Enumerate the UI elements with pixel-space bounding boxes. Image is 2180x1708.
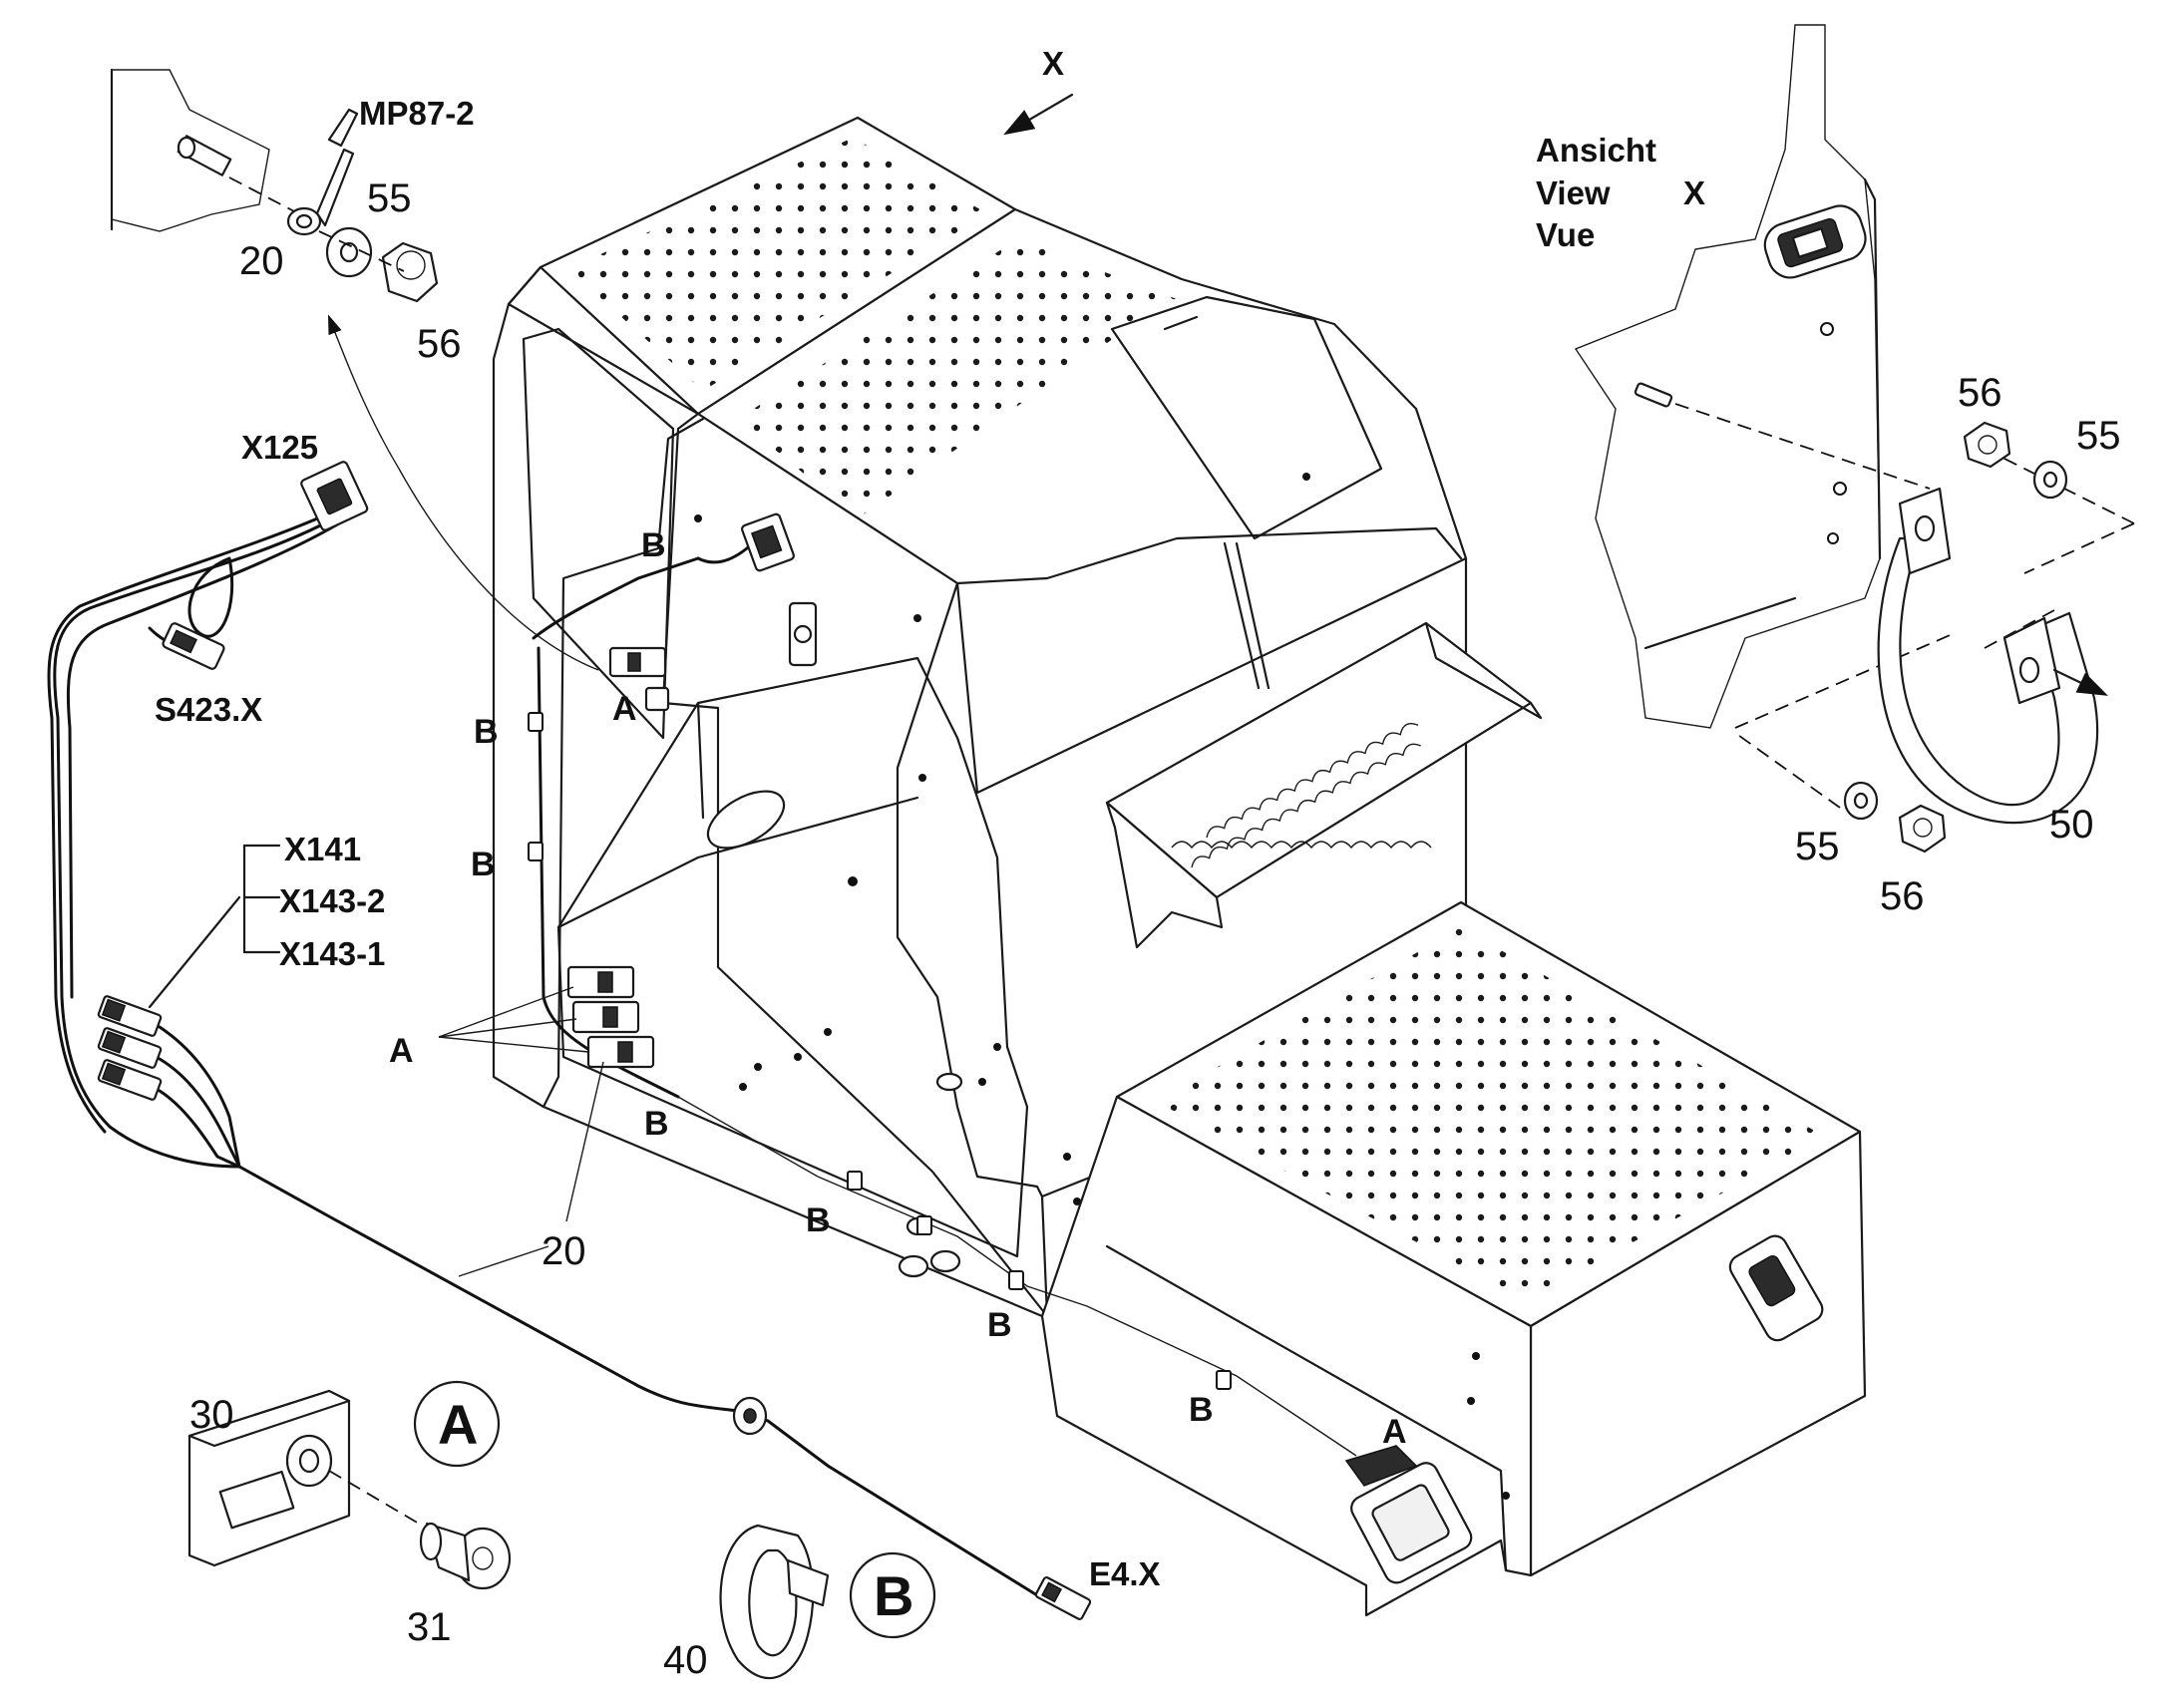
marker-b: B <box>1189 1391 1214 1429</box>
slot-opening <box>706 790 786 850</box>
view-label-x: X <box>1683 174 1705 211</box>
hex-nut-icon <box>381 241 439 303</box>
connector-x143-2-icon <box>97 1027 163 1069</box>
e4-label: E4.X <box>1089 1555 1161 1592</box>
marker-b: B <box>471 846 496 883</box>
nut-56-b-icon <box>1898 804 1947 854</box>
inner-connector-icon <box>741 512 795 572</box>
cover-flap <box>1110 295 1383 540</box>
cable-tie-icon <box>719 1524 830 1680</box>
clip-a-leaders <box>438 986 604 1277</box>
part-20-bottom-label: 20 <box>542 1229 586 1273</box>
washer-55-b-icon <box>1843 781 1879 821</box>
washer-55-a-icon <box>2032 460 2068 500</box>
work-lamp-icon <box>1344 1445 1473 1584</box>
strap-clamp-icon <box>1877 487 2099 825</box>
view-direction-arrow: X <box>1003 45 1074 136</box>
part-56-view-b-label: 56 <box>1880 874 1925 918</box>
connector-x125-icon <box>300 461 369 531</box>
part-56-view-a-label: 56 <box>1958 371 2002 415</box>
connector-e4-icon <box>1034 1576 1092 1620</box>
view-arrow-x: X <box>1042 45 1064 82</box>
mp87-2-label: MP87-2 <box>359 95 475 132</box>
x141-label: X141 <box>284 831 361 867</box>
marker-b: B <box>474 713 499 751</box>
legend-b-letter: B <box>874 1564 913 1627</box>
x143-1-label: X143-1 <box>279 935 385 972</box>
connector-s423-icon <box>162 622 225 670</box>
access-step <box>1105 621 1543 949</box>
legend-a: A 30 31 <box>187 1380 512 1649</box>
cable-bracket-icon <box>187 1389 351 1567</box>
marker-b: B <box>806 1201 831 1239</box>
upper-clip-group-icon <box>608 646 670 712</box>
ring-terminal-icon <box>286 108 359 236</box>
marker-a: A <box>612 690 637 728</box>
door-latch-icon <box>1728 1234 1824 1342</box>
ground-leader-arrow <box>327 314 599 671</box>
clip-bracket-group-icon <box>566 965 655 1069</box>
marker-a: A <box>389 1032 414 1070</box>
view-x-detail: Ansicht View Vue X 56 55 55 56 50 <box>1536 24 2135 918</box>
view-label-ansicht: Ansicht <box>1536 132 1656 169</box>
view-label-view: View <box>1536 174 1611 211</box>
button-head-screw-icon <box>419 1522 512 1590</box>
part-50-label: 50 <box>2049 803 2094 847</box>
x143-2-label: X143-2 <box>279 882 385 919</box>
clip-markers: B A B B A B B B B A <box>389 526 1407 1451</box>
part-56-label: 56 <box>417 322 462 366</box>
x125-label: X125 <box>241 429 318 466</box>
grommet-icon <box>732 1396 768 1436</box>
marker-b: B <box>641 526 666 564</box>
part-55-view-b-label: 55 <box>1795 825 1840 868</box>
part-30-label: 30 <box>189 1393 234 1437</box>
nut-56-a-icon <box>1963 421 2011 469</box>
legend-a-circle <box>413 1380 501 1468</box>
part-31-label: 31 <box>407 1605 452 1649</box>
view-label-vue: Vue <box>1536 216 1595 253</box>
marker-a: A <box>1382 1413 1407 1451</box>
s423-label: S423.X <box>155 691 262 728</box>
part-55-view-a-label: 55 <box>2076 414 2121 458</box>
legend-a-letter: A <box>438 1393 478 1456</box>
part-55-label: 55 <box>367 176 412 220</box>
part-20-label: 20 <box>239 239 284 283</box>
connector-x143-1-icon <box>97 1059 163 1101</box>
legend-b-circle <box>849 1551 936 1639</box>
cab-frame <box>492 116 1468 1318</box>
marker-b: B <box>644 1105 669 1143</box>
marker-b: B <box>987 1306 1012 1344</box>
connector-x141-icon <box>97 995 163 1037</box>
part-40-label: 40 <box>663 1638 708 1682</box>
ground-point-detail: MP87-2 55 20 56 <box>110 68 475 366</box>
legend-b: B 40 <box>663 1524 936 1682</box>
wiring-harness <box>47 461 1357 1620</box>
washer-icon <box>325 226 373 278</box>
